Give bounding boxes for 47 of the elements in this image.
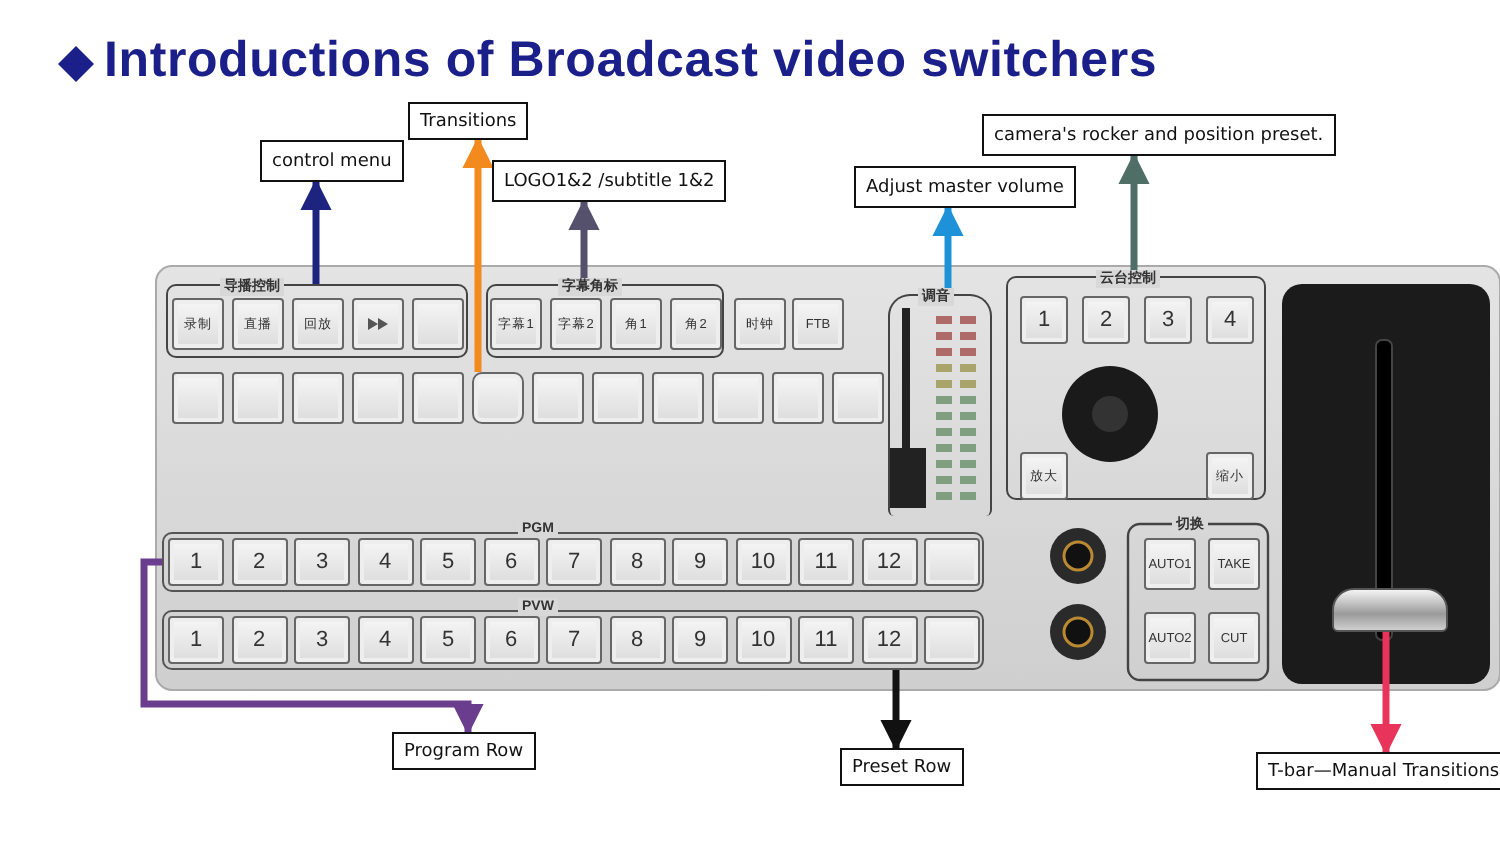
switcher-key: 6 xyxy=(483,538,539,586)
switcher-key: 11 xyxy=(798,538,854,586)
callout-box: camera's rocker and position preset. xyxy=(982,114,1336,156)
arrow xyxy=(1370,632,1402,756)
callout-box: Adjust master volume xyxy=(854,166,1076,208)
arrow xyxy=(880,670,912,752)
arrow xyxy=(932,204,964,294)
callout-box: LOGO1&2 /subtitle 1&2 xyxy=(492,160,727,202)
switcher-key: 3 xyxy=(294,616,350,664)
callout-box: control menu xyxy=(260,140,404,182)
switcher-key: 5 xyxy=(420,538,476,586)
switcher-key: 11 xyxy=(798,616,854,664)
arrow xyxy=(300,178,332,284)
callout-box: T-bar—Manual Transitions xyxy=(1256,752,1500,790)
switcher-key: 10 xyxy=(735,616,791,664)
arrow xyxy=(1118,152,1150,276)
arrow xyxy=(568,198,600,284)
switcher-key: 3 xyxy=(1144,296,1192,344)
switcher-key: 12 xyxy=(861,538,917,586)
switcher-key: 7 xyxy=(546,538,602,586)
switcher-key: 8 xyxy=(609,538,665,586)
switcher-key: 1 xyxy=(168,616,224,664)
switcher-key: 10 xyxy=(735,538,791,586)
switcher-key: 8 xyxy=(609,616,665,664)
switcher-key: 4 xyxy=(357,538,413,586)
switcher-key: 4 xyxy=(1206,296,1254,344)
switcher-key: 5 xyxy=(420,616,476,664)
callout-box: Transitions xyxy=(408,102,529,140)
switcher-key: 2 xyxy=(231,616,287,664)
switcher-key: 6 xyxy=(483,616,539,664)
switcher-key: 3 xyxy=(294,538,350,586)
switcher-key: 2 xyxy=(1082,296,1130,344)
switcher-key: 1 xyxy=(1020,296,1068,344)
arrow xyxy=(462,136,494,372)
switcher-key: 1 xyxy=(168,538,224,586)
callout-box: Preset Row xyxy=(840,748,964,786)
switcher-key: 9 xyxy=(672,538,728,586)
switcher-key: 4 xyxy=(357,616,413,664)
arrow xyxy=(140,558,484,736)
t-bar-handle xyxy=(1332,588,1448,632)
switcher-key: 2 xyxy=(231,538,287,586)
title: Introductions of Broadcast video switchers xyxy=(104,32,1158,90)
callout-box: Program Row xyxy=(392,732,536,770)
switcher-key: 12 xyxy=(861,616,917,664)
switcher-key: 9 xyxy=(672,616,728,664)
switcher-key: 7 xyxy=(546,616,602,664)
switcher-key xyxy=(472,372,524,424)
